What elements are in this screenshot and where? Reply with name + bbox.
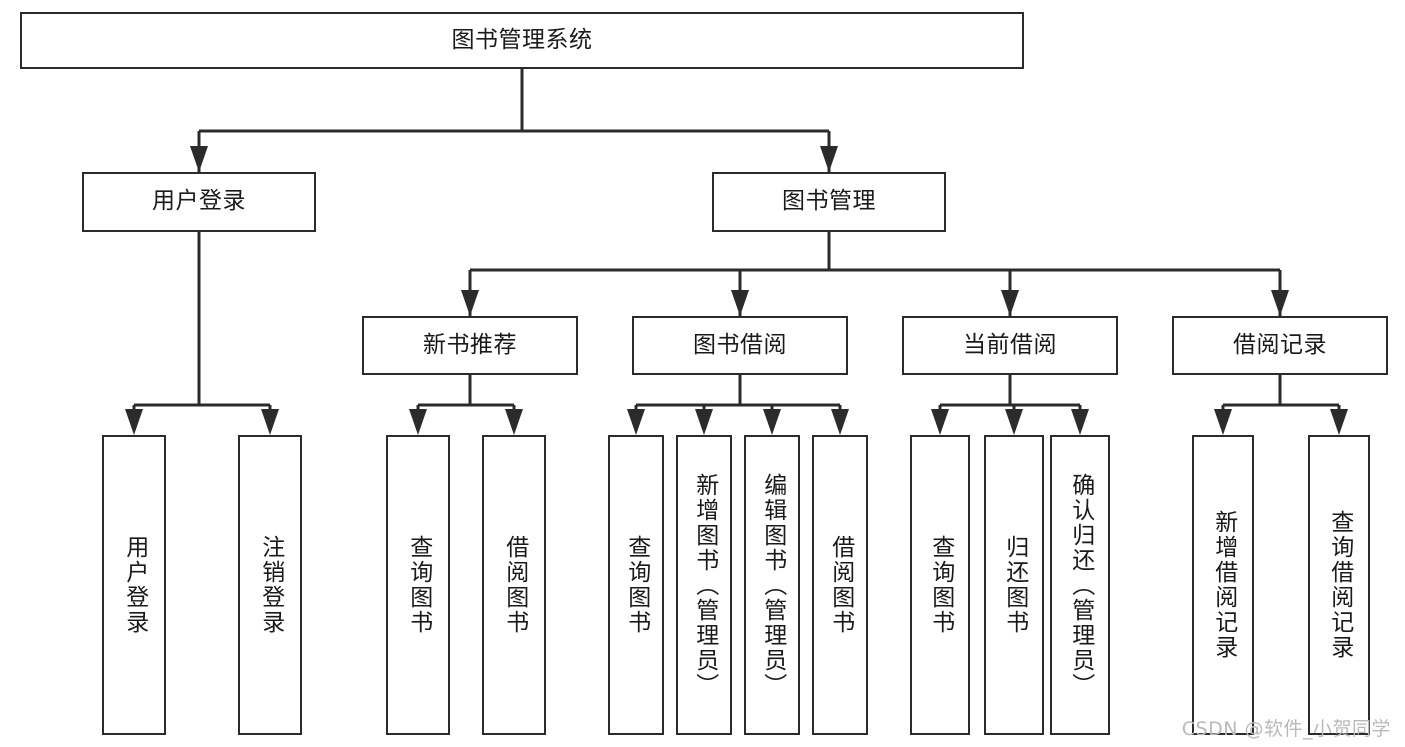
leaf-node-7[interactable]: 借阅图书 (812, 435, 868, 735)
root-node-book-management-system-label: 图书管理系统 (451, 26, 593, 53)
leaf-node-11-label: 新增借阅记录 (1210, 510, 1237, 660)
arrow-head-leaf-4-0 (1214, 409, 1232, 435)
arrow-head-level2-0 (190, 146, 208, 172)
level2-node-0[interactable]: 用户登录 (82, 172, 316, 232)
level2-node-0-label: 用户登录 (152, 188, 246, 215)
leaf-node-0[interactable]: 用户登录 (102, 435, 166, 735)
arrow-head-leaf-0-1 (261, 409, 279, 435)
arrow-head-leaf-2-3 (831, 409, 849, 435)
arrow-head-leaf-3-1 (1005, 409, 1023, 435)
level3-node-3-label: 借阅记录 (1233, 331, 1327, 358)
level3-node-3[interactable]: 借阅记录 (1172, 316, 1388, 375)
leaf-node-10-label: 确认归还（管理员） (1067, 472, 1094, 698)
leaf-node-1[interactable]: 注销登录 (238, 435, 302, 735)
leaf-node-4-label: 查询图书 (623, 535, 650, 635)
leaf-node-12[interactable]: 查询借阅记录 (1308, 435, 1370, 735)
leaf-node-10[interactable]: 确认归还（管理员） (1050, 435, 1110, 735)
arrow-head-leaf-2-0 (627, 409, 645, 435)
level3-node-1-label: 图书借阅 (693, 331, 787, 358)
arrow-head-leaf-1-1 (505, 409, 523, 435)
leaf-node-9[interactable]: 归还图书 (984, 435, 1044, 735)
level2-node-1[interactable]: 图书管理 (712, 172, 946, 232)
leaf-node-0-label: 用户登录 (121, 535, 148, 635)
leaf-node-2[interactable]: 查询图书 (386, 435, 450, 735)
arrow-head-leaf-2-1 (695, 409, 713, 435)
leaf-node-8-label: 查询图书 (927, 535, 954, 635)
leaf-node-3[interactable]: 借阅图书 (482, 435, 546, 735)
level3-node-2-label: 当前借阅 (963, 331, 1057, 358)
arrow-head-level3-0 (461, 290, 479, 316)
arrow-head-leaf-0-0 (125, 409, 143, 435)
leaf-node-12-label: 查询借阅记录 (1326, 510, 1353, 660)
leaf-node-3-label: 借阅图书 (501, 535, 528, 635)
leaf-node-11[interactable]: 新增借阅记录 (1192, 435, 1254, 735)
leaf-node-4[interactable]: 查询图书 (608, 435, 664, 735)
leaf-node-6-label: 编辑图书（管理员） (759, 472, 786, 698)
level2-node-1-label: 图书管理 (782, 188, 876, 215)
arrow-head-leaf-3-2 (1071, 409, 1089, 435)
level3-node-0-label: 新书推荐 (423, 331, 517, 358)
leaf-node-5-label: 新增图书（管理员） (691, 472, 718, 698)
level3-node-0[interactable]: 新书推荐 (362, 316, 578, 375)
leaf-node-5[interactable]: 新增图书（管理员） (676, 435, 732, 735)
arrow-head-leaf-1-0 (409, 409, 427, 435)
arrow-head-level3-1 (731, 290, 749, 316)
leaf-node-6[interactable]: 编辑图书（管理员） (744, 435, 800, 735)
arrow-head-level2-1 (820, 146, 838, 172)
leaf-node-9-label: 归还图书 (1001, 535, 1028, 635)
arrow-head-level3-2 (1001, 290, 1019, 316)
leaf-node-8[interactable]: 查询图书 (910, 435, 970, 735)
leaf-node-1-label: 注销登录 (257, 535, 284, 635)
leaf-node-2-label: 查询图书 (405, 535, 432, 635)
arrow-head-leaf-2-2 (763, 409, 781, 435)
level3-node-1[interactable]: 图书借阅 (632, 316, 848, 375)
arrow-head-leaf-3-0 (931, 409, 949, 435)
arrow-head-leaf-4-1 (1330, 409, 1348, 435)
arrow-head-level3-3 (1271, 290, 1289, 316)
root-node-book-management-system[interactable]: 图书管理系统 (20, 12, 1024, 69)
level3-node-2[interactable]: 当前借阅 (902, 316, 1118, 375)
leaf-node-7-label: 借阅图书 (827, 535, 854, 635)
